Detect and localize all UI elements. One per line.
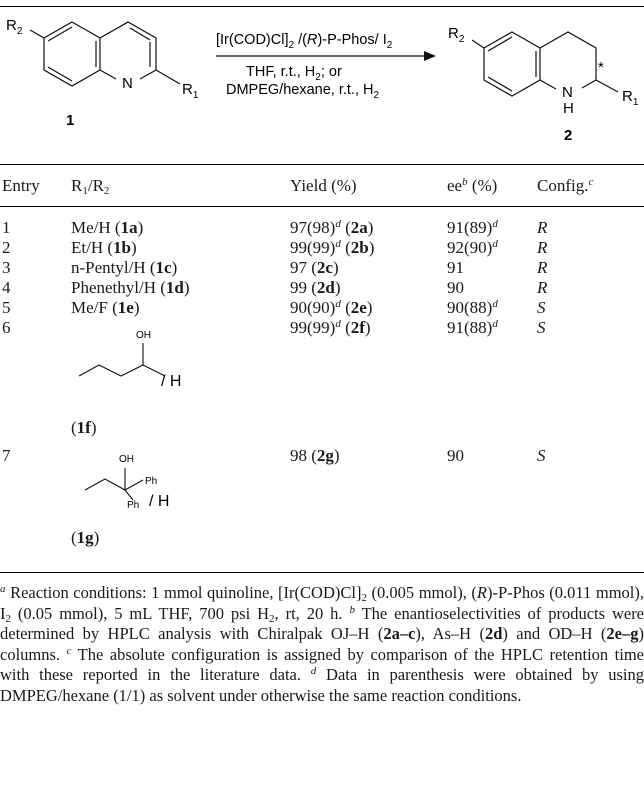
yield-cell: 90(90)d (2e) xyxy=(290,298,373,317)
compound-label-1g: (1g) xyxy=(71,528,100,547)
table-row: 5 Me/F (1e) 90(90)d (2e) 90(88)d S xyxy=(0,298,644,318)
svg-text:OH: OH xyxy=(136,330,151,341)
header-yield: Yield (%) xyxy=(290,176,357,195)
table-row: 6 OH / H 99(99)d (2f) 91(88)d S xyxy=(0,318,644,418)
table-header-row: Entry R1/R2 Yield (%) eeb (%) Config.c xyxy=(0,166,644,206)
svg-text:Ph: Ph xyxy=(145,476,157,487)
reaction-scheme: R2 N R1 1 [Ir(COD)Cl]2 /(R)-P-Phos/ I2 T… xyxy=(6,17,639,144)
product-structure xyxy=(471,31,619,97)
r-cell: Et/H (1b) xyxy=(71,238,137,257)
substituent-1f-structure: OH / H xyxy=(78,330,181,390)
header-bottom-rule xyxy=(0,206,644,207)
table-row: 2 Et/H (1b) 99(99)d (2b) 92(90)d R xyxy=(0,238,644,258)
reactant-n-label: N xyxy=(122,75,133,92)
config-cell: S xyxy=(537,446,546,465)
footnote-d: d Data in parenthesis were obtained by u… xyxy=(0,665,644,705)
reagent-text: [Ir(COD)Cl]2 /(R)-P-Phos/ I2 xyxy=(216,32,393,51)
r-cell: n-Pentyl/H (1c) xyxy=(71,258,178,277)
entry-cell: 1 xyxy=(2,218,11,237)
table-bottom-rule xyxy=(0,572,644,573)
conditions-line2: DMPEG/hexane, r.t., H2 xyxy=(226,82,379,101)
yield-cell: 99(99)d (2b) xyxy=(290,238,375,257)
footnote-c: c The absolute configuration is assigned… xyxy=(0,644,644,685)
footnote-b: b The enantioselectivities of products w… xyxy=(0,603,644,664)
header-ee: eeb (%) xyxy=(447,176,498,195)
ee-cell: 90 xyxy=(447,446,464,465)
yield-cell: 98 (2g) xyxy=(290,446,340,465)
header-config: Config.c xyxy=(537,176,594,195)
ee-cell: 92(90)d xyxy=(447,238,498,257)
reactant-number: 1 xyxy=(66,112,74,129)
table-footnotes: a Reaction conditions: 1 mmol quinoline,… xyxy=(0,583,644,706)
footnote-a: a Reaction conditions: 1 mmol quinoline,… xyxy=(0,583,644,625)
entry-cell: 6 xyxy=(2,318,11,337)
table-row: 3 n-Pentyl/H (1c) 97 (2c) 91 R xyxy=(0,258,644,278)
table-row: 4 Phenethyl/H (1d) 99 (2d) 90 R xyxy=(0,278,644,298)
config-cell: R xyxy=(537,278,548,297)
yield-cell: 97(98)d (2a) xyxy=(290,218,374,237)
scheme-bottom-rule xyxy=(0,164,644,165)
config-cell: R xyxy=(537,238,548,257)
reactant-r2-label: R2 xyxy=(6,17,23,37)
ee-cell: 90 xyxy=(447,278,464,297)
ee-cell: 91(88)d xyxy=(447,318,498,337)
svg-text:/ H: / H xyxy=(149,493,169,510)
results-table: Entry R1/R2 Yield (%) eeb (%) Config.c 1… xyxy=(0,166,644,548)
conditions-line1: THF, r.t., H2; or xyxy=(246,64,342,83)
ee-cell: 91 xyxy=(447,258,464,277)
svg-text:/ H: / H xyxy=(161,373,181,390)
reaction-arrow xyxy=(216,51,436,61)
product-h-label: H xyxy=(563,100,574,117)
product-r2-label: R2 xyxy=(448,25,465,45)
config-cell: R xyxy=(537,258,548,277)
substituent-1g-structure: OH Ph Ph / H xyxy=(84,454,169,511)
table-row: 1 Me/H (1a) 97(98)d (2a) 91(89)d R xyxy=(0,218,644,238)
config-cell: R xyxy=(537,218,548,237)
r-cell: Me/H (1a) xyxy=(71,218,144,237)
yield-cell: 99(99)d (2f) xyxy=(290,318,371,337)
yield-cell: 99 (2d) xyxy=(290,278,341,297)
product-star: * xyxy=(598,59,604,76)
product-number: 2 xyxy=(564,127,572,144)
r-cell-structure: OH Ph Ph / H xyxy=(71,446,290,528)
top-rule xyxy=(0,6,644,8)
header-r1r2: R1/R2 xyxy=(71,176,110,197)
entry-cell: 2 xyxy=(2,238,11,257)
entry-cell: 5 xyxy=(2,298,11,317)
table-row-label: (1f) xyxy=(0,418,644,438)
product-n-label: N xyxy=(562,84,573,101)
ee-cell: 91(89)d xyxy=(447,218,498,237)
table-row-label: (1g) xyxy=(0,528,644,548)
r-cell: Phenethyl/H (1d) xyxy=(71,278,190,297)
reactant-r1-label: R1 xyxy=(182,81,199,101)
r-cell-structure: OH / H xyxy=(71,318,290,418)
product-r1-label: R1 xyxy=(622,88,639,108)
r-cell: Me/F (1e) xyxy=(71,298,140,317)
header-entry: Entry xyxy=(2,176,40,195)
entry-cell: 3 xyxy=(2,258,11,277)
compound-label-1f: (1f) xyxy=(71,418,97,437)
config-cell: S xyxy=(537,318,546,337)
ee-cell: 90(88)d xyxy=(447,298,498,317)
reactant-structure xyxy=(29,21,181,87)
entry-cell: 7 xyxy=(2,446,11,465)
yield-cell: 97 (2c) xyxy=(290,258,339,277)
config-cell: S xyxy=(537,298,546,317)
table-row: 7 OH Ph Ph / H 98 (2g) 90 S xyxy=(0,446,644,528)
entry-cell: 4 xyxy=(2,278,11,297)
svg-text:Ph: Ph xyxy=(127,500,139,511)
svg-text:OH: OH xyxy=(119,454,134,465)
